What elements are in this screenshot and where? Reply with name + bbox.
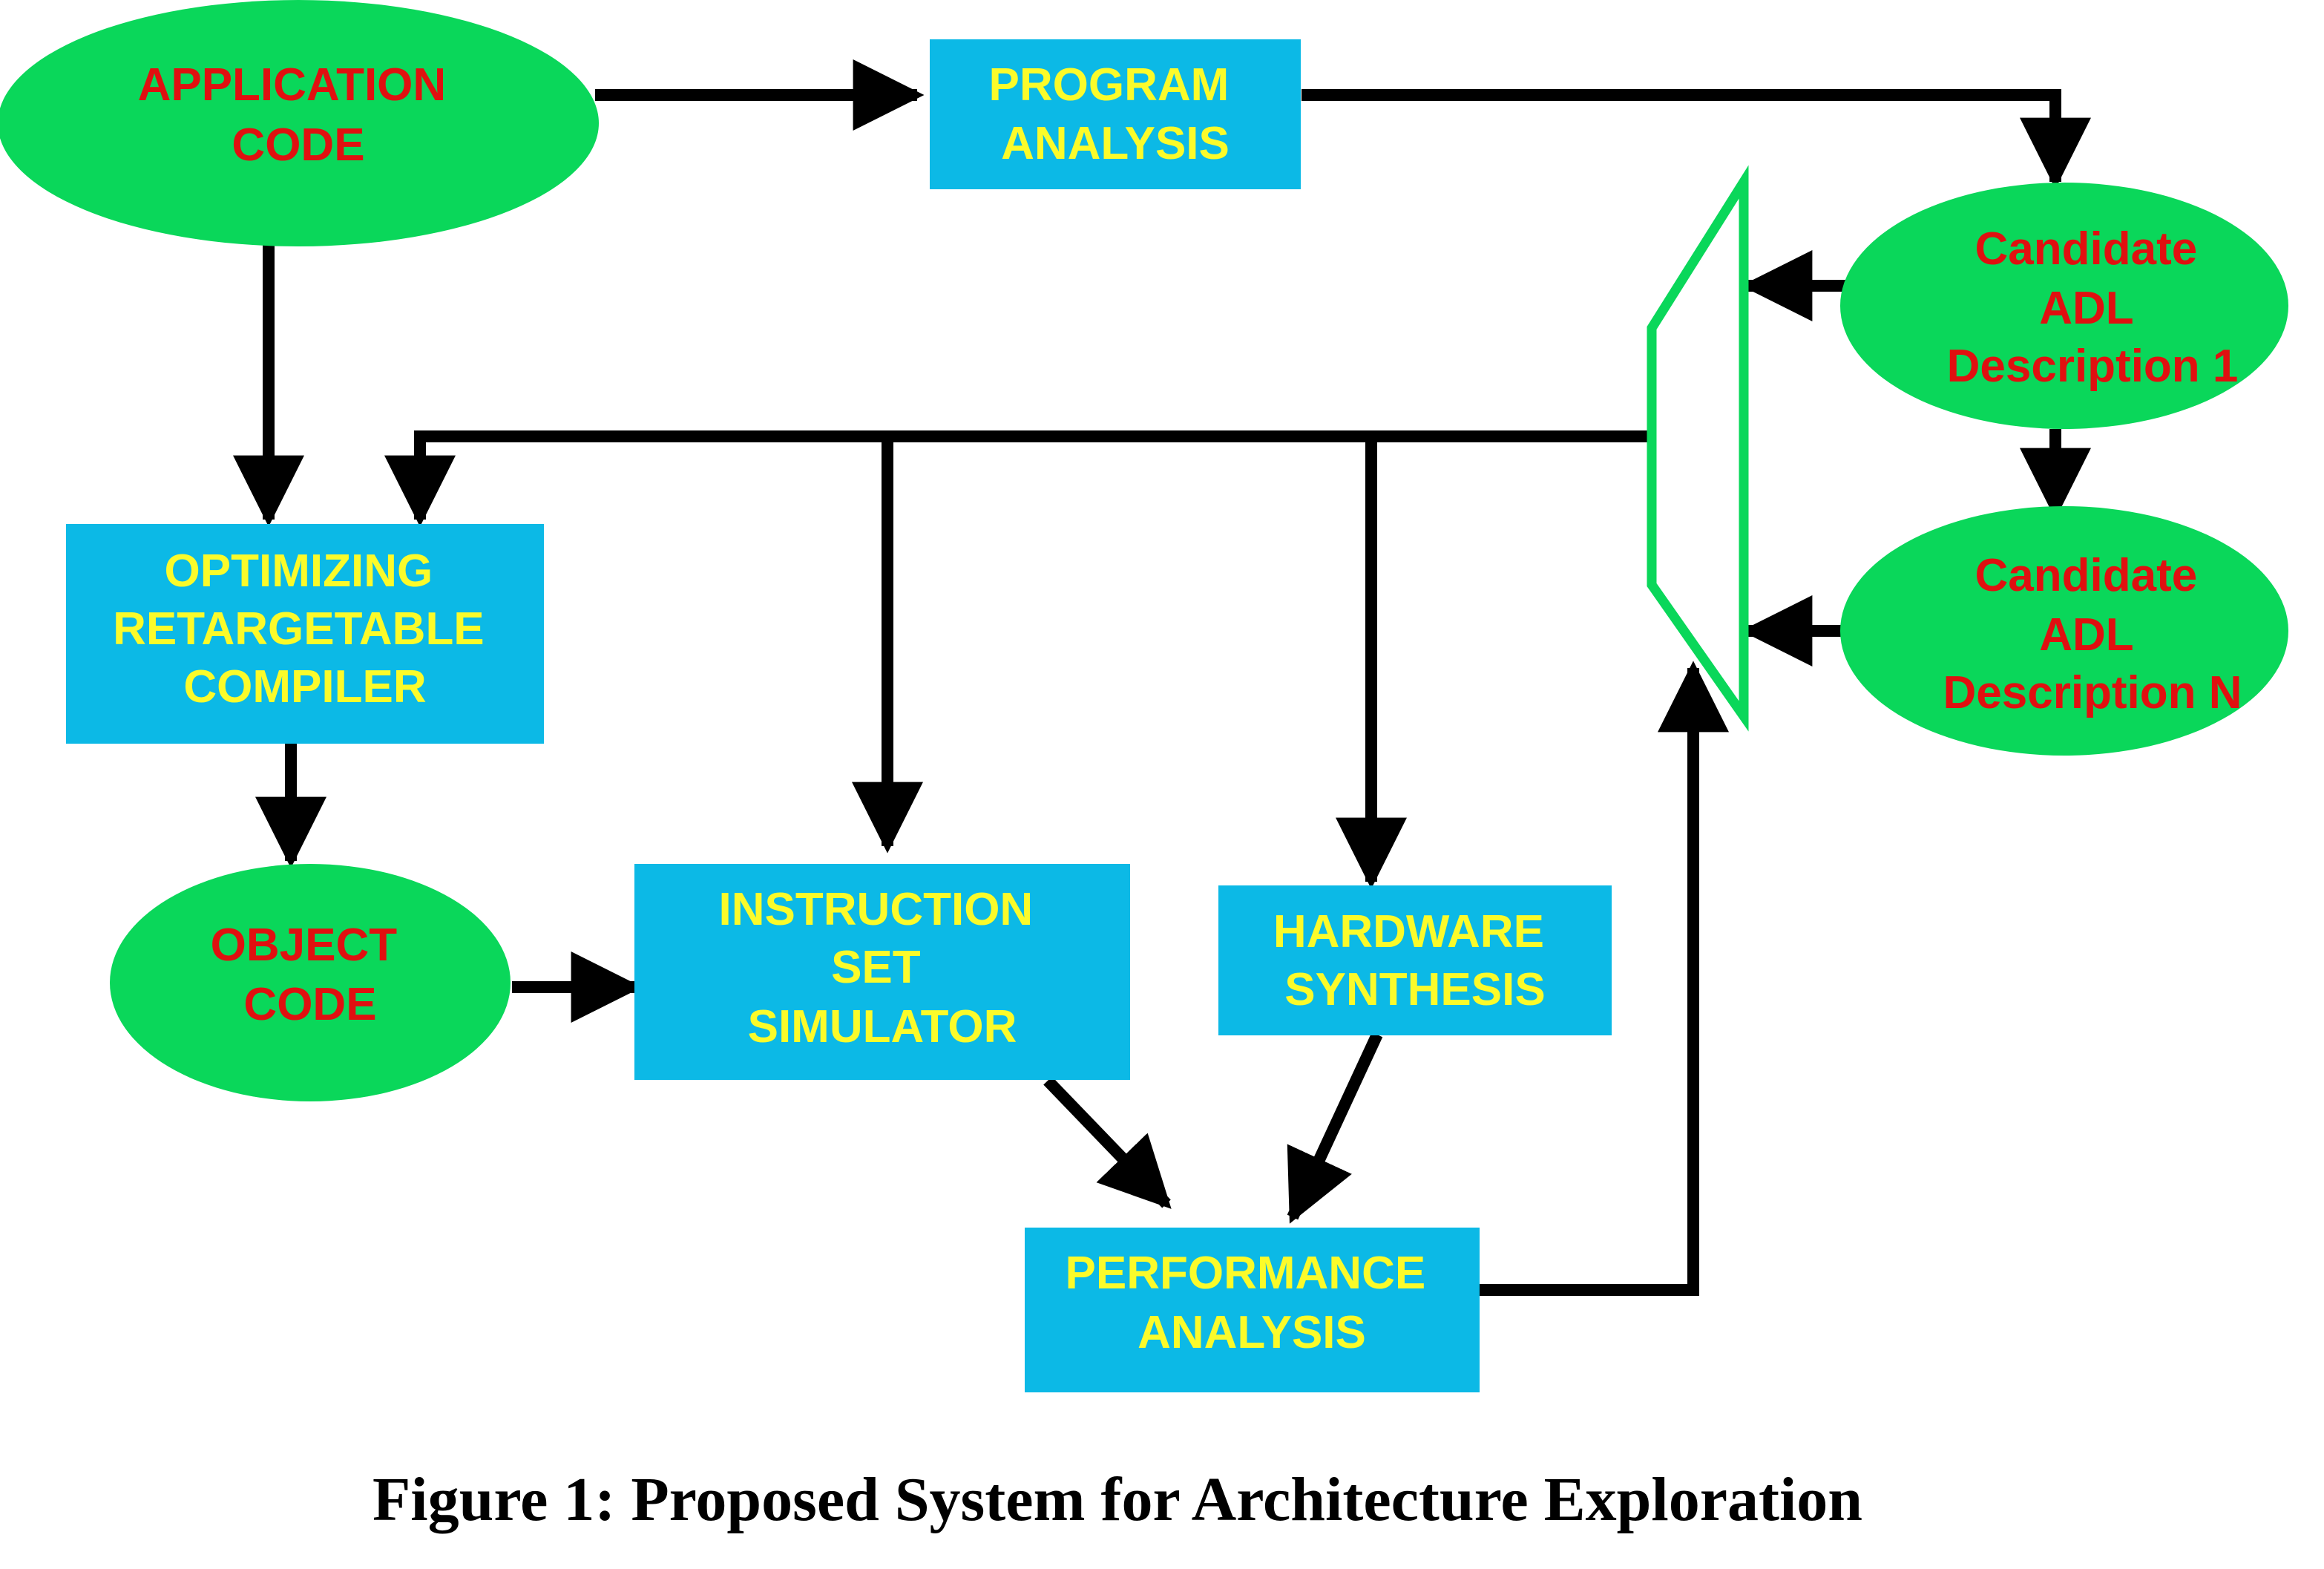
arrow-performance-analysis-to-selector bbox=[1480, 661, 1729, 1296]
program-analysis-box bbox=[930, 39, 1301, 189]
performance-analysis-box bbox=[1025, 1228, 1480, 1392]
simulator-box bbox=[634, 864, 1130, 1080]
program-analysis-label: PROGRAM ANALYSIS bbox=[988, 59, 1241, 169]
arrow-simulator-to-performance-analysis bbox=[1043, 1076, 1172, 1209]
figure-caption: Figure 1: Proposed System for Architectu… bbox=[372, 1465, 1862, 1534]
candidate-adl-n-ellipse bbox=[1840, 506, 2288, 756]
arrow-hardware-synthesis-to-performance-analysis bbox=[1287, 1032, 1383, 1224]
application-code-ellipse bbox=[0, 0, 599, 246]
compiler-box bbox=[66, 524, 544, 744]
compiler-label: OPTIMIZING RETARGETABLE COMPILER bbox=[113, 546, 497, 713]
performance-analysis-label: PERFORMANCE ANALYSIS bbox=[1066, 1248, 1439, 1358]
object-code-ellipse bbox=[110, 864, 511, 1101]
arrow-program-analysis-to-candidate-adl-1 bbox=[1301, 89, 2091, 189]
candidate-adl-1-label: Candidate ADL Description 1 bbox=[1947, 223, 2239, 392]
application-code-label: APPLICATION CODE bbox=[138, 59, 459, 171]
candidate-adl-1-ellipse bbox=[1840, 183, 2288, 429]
simulator-label: INSTRUCTION SET SIMULATOR bbox=[719, 884, 1046, 1052]
selector-output-bus bbox=[384, 430, 1650, 527]
hardware-synthesis-box bbox=[1218, 885, 1612, 1035]
selector-shape bbox=[1647, 165, 1749, 732]
hardware-synthesis-label: HARDWARE SYNTHESIS bbox=[1273, 906, 1557, 1015]
object-code-label: OBJECT CODE bbox=[211, 920, 410, 1030]
candidate-adl-n-label: Candidate ADL Description N bbox=[1943, 550, 2242, 718]
